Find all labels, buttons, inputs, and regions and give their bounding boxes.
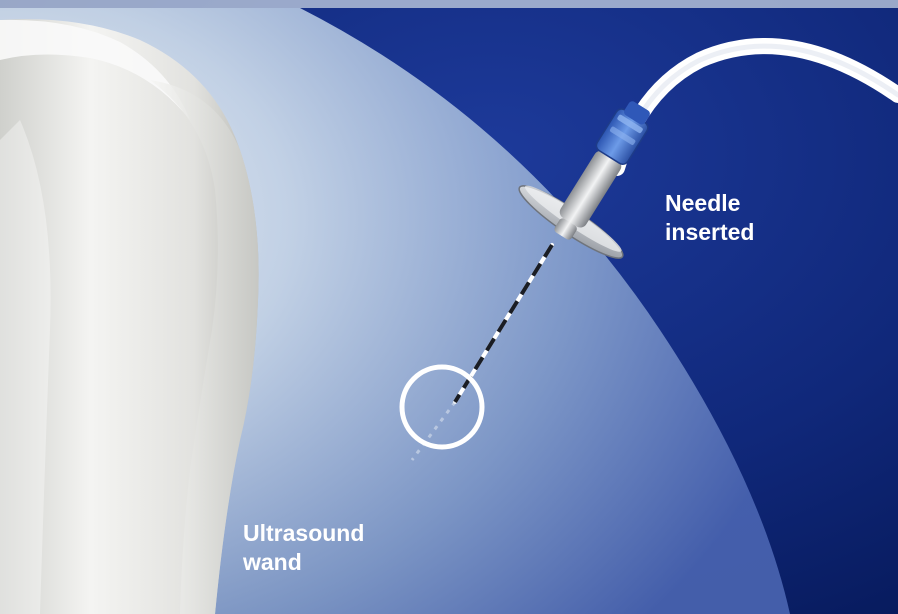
top-border [0,0,898,8]
needle-inserted-label: Needle inserted [665,189,754,247]
ultrasound-wand-illustration [0,19,259,614]
ultrasound-wand-label: Ultrasound wand [243,519,364,577]
